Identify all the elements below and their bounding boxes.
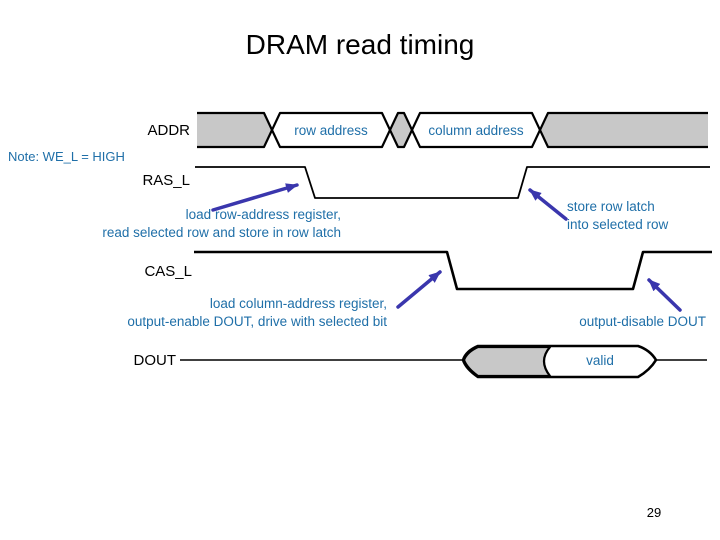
ras-waveform <box>195 166 710 199</box>
slide-title: DRAM read timing <box>245 29 475 60</box>
signal-label-cas: CAS_L <box>144 263 192 280</box>
note-text: Note: WE_L = HIGH <box>8 149 125 164</box>
addr-bus-gray-segment-1 <box>197 111 274 149</box>
annotation-ras-fall: load row-address register, read selected… <box>10 206 341 242</box>
arrow-ras-rise <box>528 188 568 221</box>
annotation-cas-rise-line1: output-disable DOUT <box>579 314 706 329</box>
addr-bus-gray-segment-3 <box>538 111 708 149</box>
arrow-cas-fall <box>396 270 442 309</box>
signal-label-addr: ADDR <box>147 122 190 139</box>
bus-segment-label-column-address: column address <box>428 123 524 138</box>
signal-label-ras: RAS_L <box>142 172 190 189</box>
dout-valid-label: valid <box>586 353 614 368</box>
annotation-ras-fall-line1: load row-address register, <box>185 207 341 222</box>
annotation-ras-rise-line1: store row latch <box>567 199 655 214</box>
arrow-ras-fall <box>211 183 299 212</box>
arrow-cas-rise <box>647 278 682 312</box>
annotation-cas-fall: load column-address register, output-ena… <box>40 295 387 331</box>
page-number: 29 <box>646 505 662 520</box>
signal-label-dout: DOUT <box>133 352 177 369</box>
annotation-ras-fall-line2: read selected row and store in row latch <box>102 225 341 240</box>
annotation-cas-rise: output-disable DOUT <box>505 313 706 331</box>
annotation-cas-fall-line1: load column-address register, <box>209 296 387 311</box>
annotation-cas-fall-line2: output-enable DOUT, drive with selected … <box>127 314 387 329</box>
addr-bus-gray-segment-2 <box>388 111 414 149</box>
bus-segment-label-row-address: row address <box>294 123 368 138</box>
annotation-ras-rise: store row latch into selected row <box>567 198 717 234</box>
annotation-ras-rise-line2: into selected row <box>567 217 669 232</box>
dout-bubble-gray-section <box>462 345 552 378</box>
cas-waveform <box>194 250 712 291</box>
